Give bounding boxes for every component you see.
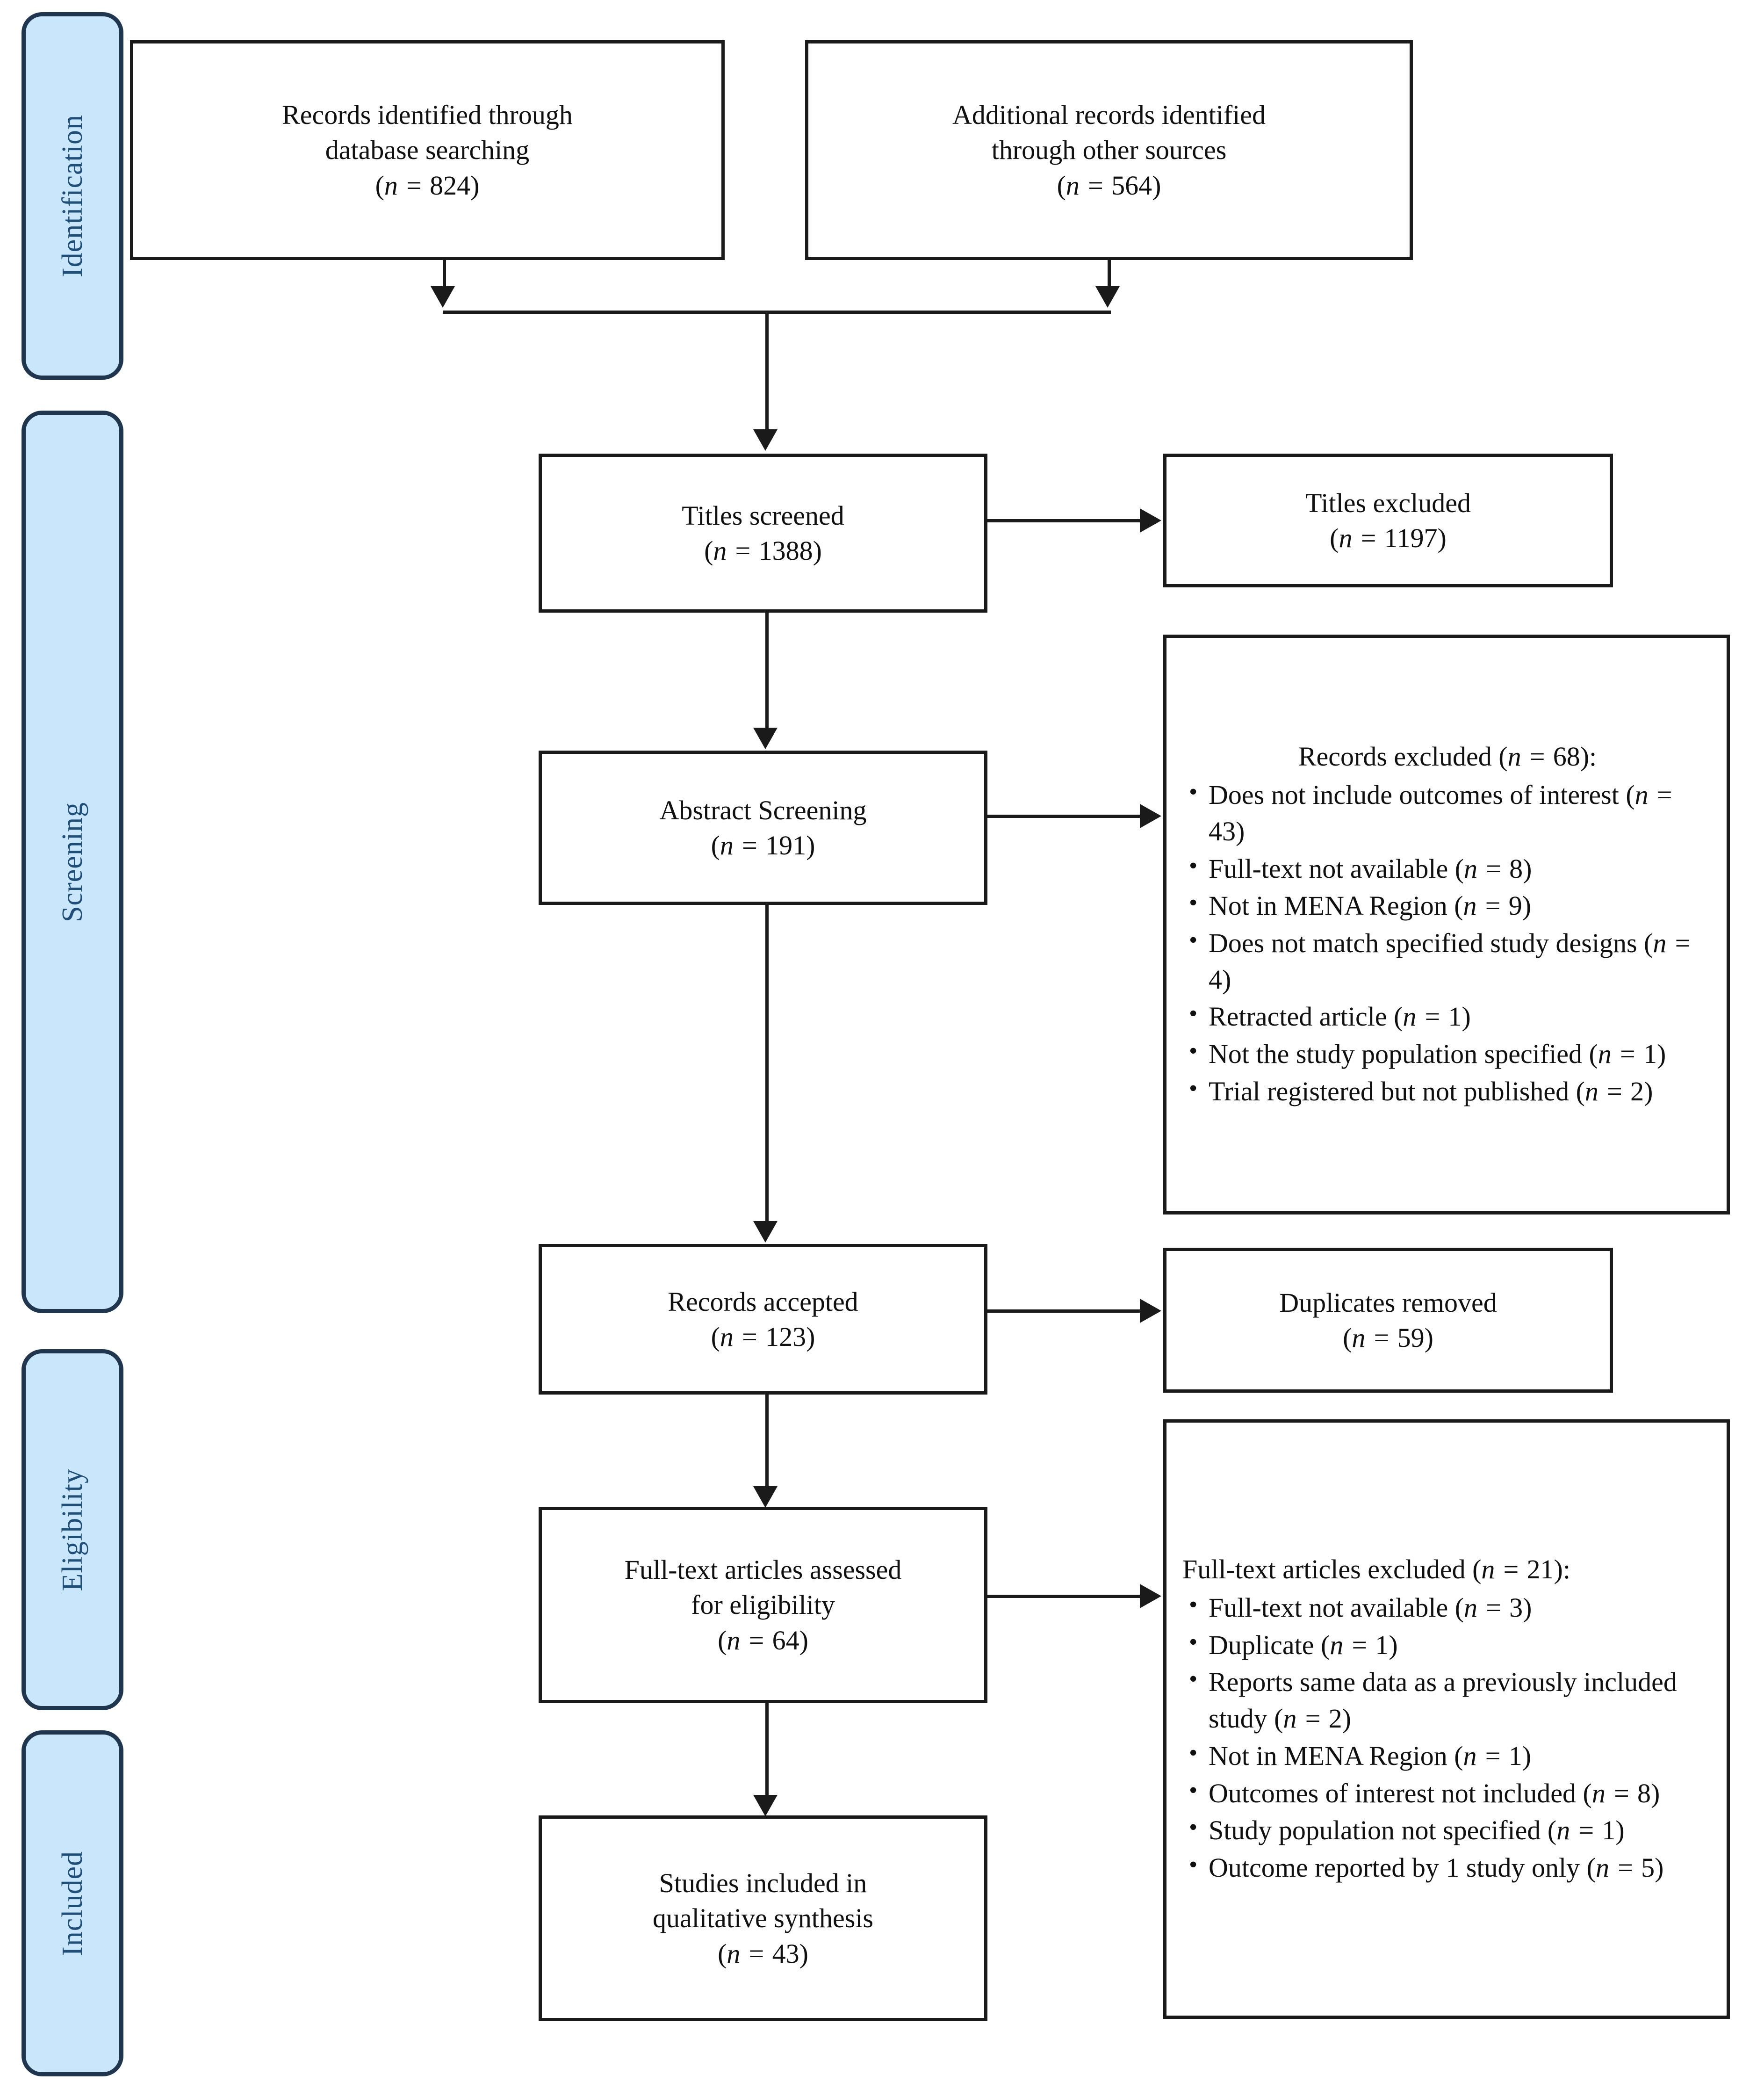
arrowhead-fulltext-excluded	[1140, 1584, 1161, 1608]
node-titles-excluded: Titles excluded (n = 1197)	[1163, 454, 1613, 587]
list-item: Full-text not available (n = 3)	[1182, 1589, 1713, 1626]
list-item: Trial registered but not published (n = …	[1182, 1072, 1713, 1110]
list-item: Not in MENA Region (n = 9)	[1182, 887, 1713, 924]
list-item: Study population not specified (n = 1)	[1182, 1811, 1713, 1849]
stage-label-included: Included	[56, 1851, 88, 1956]
node-line-1: Records identified through	[282, 99, 573, 130]
node-abstract-screening: Abstract Screening (n = 191)	[539, 751, 987, 905]
arrowhead-to-fulltext-assessed	[753, 1486, 778, 1508]
node-titles-screened: Titles screened (n = 1388)	[539, 454, 987, 613]
stage-bar-identification: Identification	[22, 12, 123, 380]
listbox-records-excluded: Records excluded (n = 68): Does not incl…	[1163, 635, 1730, 1214]
arrowhead-db-down	[431, 286, 455, 308]
node-count: (n = 191)	[711, 830, 815, 860]
node-line-2: through other sources	[991, 135, 1227, 166]
node-count: (n = 43)	[718, 1938, 808, 1969]
arrowhead-titles-excluded	[1140, 508, 1161, 533]
list-item: Outcomes of interest not included (n = 8…	[1182, 1774, 1713, 1812]
node-line-2: for eligibility	[691, 1590, 835, 1620]
connector-accepted-to-duplicates	[987, 1309, 1142, 1313]
node-line-2: qualitative synthesis	[653, 1903, 873, 1934]
arrowhead-to-studies-included	[753, 1795, 778, 1816]
list-item: Does not match specified study designs (…	[1182, 924, 1713, 998]
node-count: (n = 564)	[1057, 170, 1161, 201]
connector-other-down	[1108, 260, 1111, 288]
node-additional-records-other-sources: Additional records identified through ot…	[805, 40, 1413, 260]
node-count: (n = 1197)	[1330, 523, 1447, 553]
list-item: Not in MENA Region (n = 1)	[1182, 1737, 1713, 1774]
node-records-identified-database: Records identified through database sear…	[130, 40, 725, 260]
list-item: Outcome reported by 1 study only (n = 5)	[1182, 1849, 1713, 1886]
node-count: (n = 59)	[1343, 1323, 1433, 1353]
node-count: (n = 64)	[718, 1625, 808, 1655]
node-duplicates-removed: Duplicates removed (n = 59)	[1163, 1248, 1613, 1393]
connector-abstract-to-accepted	[765, 905, 769, 1223]
list-item: Reports same data as a previously includ…	[1182, 1663, 1713, 1736]
node-line-2: database searching	[325, 135, 530, 166]
arrowhead-to-records-accepted	[753, 1221, 778, 1243]
listbox-fulltext-excluded: Full-text articles excluded (n = 21): Fu…	[1163, 1419, 1730, 2019]
node-line-1: Abstract Screening	[659, 795, 867, 825]
connector-db-down	[443, 260, 446, 288]
arrowhead-records-excluded	[1140, 804, 1161, 828]
list-item: Retracted article (n = 1)	[1182, 998, 1713, 1035]
node-line-1: Studies included in	[659, 1867, 867, 1898]
arrowhead-to-abstract-screening	[753, 728, 778, 749]
stage-bar-eligibility: Eligibility	[22, 1349, 123, 1710]
records-excluded-list: Does not include outcomes of interest (n…	[1182, 776, 1713, 1110]
node-count: (n = 1388)	[704, 535, 822, 566]
connector-accepted-to-fulltext	[765, 1395, 769, 1488]
listbox-header: Records excluded (n = 68):	[1298, 741, 1597, 772]
node-records-accepted: Records accepted (n = 123)	[539, 1244, 987, 1395]
stage-label-screening: Screening	[56, 802, 88, 922]
connector-titles-to-excluded	[987, 519, 1142, 522]
stage-bar-screening: Screening	[22, 411, 123, 1313]
connector-fulltext-to-included	[765, 1703, 769, 1797]
list-item: Duplicate (n = 1)	[1182, 1626, 1713, 1663]
listbox-header: Full-text articles excluded (n = 21):	[1182, 1554, 1570, 1585]
node-studies-included: Studies included in qualitative synthesi…	[539, 1815, 987, 2021]
arrowhead-to-titles-screened	[753, 429, 778, 451]
arrowhead-duplicates-removed	[1140, 1299, 1161, 1323]
connector-merge-stem	[765, 311, 769, 431]
node-count: (n = 824)	[375, 170, 480, 201]
list-item: Not the study population specified (n = …	[1182, 1035, 1713, 1072]
node-line-1: Records accepted	[668, 1286, 858, 1317]
node-count: (n = 123)	[711, 1322, 815, 1352]
list-item: Does not include outcomes of interest (n…	[1182, 776, 1713, 849]
stage-label-identification: Identification	[56, 115, 88, 277]
connector-abstract-to-excluded	[987, 815, 1142, 818]
arrowhead-other-down	[1095, 286, 1120, 308]
list-item: Full-text not available (n = 8)	[1182, 850, 1713, 887]
node-line-1: Full-text articles assessed	[624, 1554, 902, 1585]
stage-label-eligibility: Eligibility	[56, 1468, 88, 1591]
connector-merge-bar	[443, 311, 1111, 314]
node-line-1: Additional records identified	[952, 99, 1266, 130]
stage-bar-included: Included	[22, 1730, 123, 2076]
node-fulltext-assessed: Full-text articles assessed for eligibil…	[539, 1507, 987, 1703]
node-line-1: Titles screened	[682, 500, 844, 531]
connector-fulltext-to-excluded	[987, 1595, 1142, 1598]
node-line-1: Titles excluded	[1305, 487, 1471, 518]
node-line-1: Duplicates removed	[1279, 1287, 1497, 1318]
connector-titles-to-abstract	[765, 613, 769, 730]
fulltext-excluded-list: Full-text not available (n = 3) Duplicat…	[1182, 1589, 1713, 1887]
